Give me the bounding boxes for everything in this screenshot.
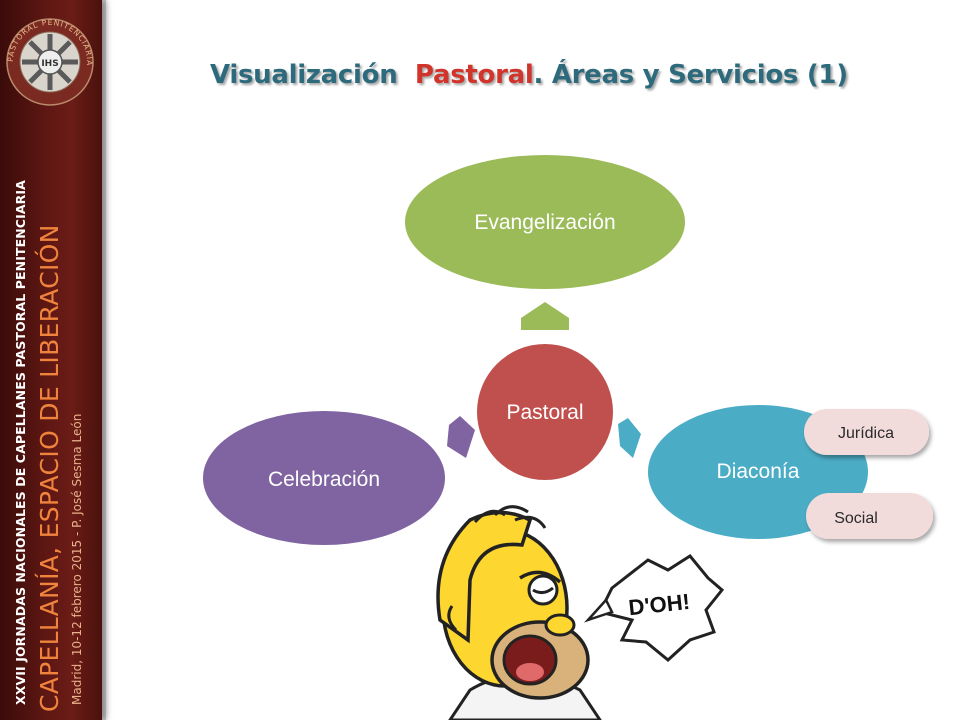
slide-title: Visualización Pastoral. Áreas y Servicio… xyxy=(210,60,848,90)
arrow-up-icon xyxy=(521,302,569,330)
node-evangelizacion xyxy=(405,155,685,289)
title-part3: . Áreas y Servicios (1) xyxy=(533,60,848,90)
arrow-left-icon xyxy=(447,416,475,458)
pastoral-logo: IHS PASTORAL PENITENCIARIA xyxy=(6,18,94,106)
node-pastoral-label: Pastoral xyxy=(506,401,583,424)
node-evangelizacion-label: Evangelización xyxy=(474,211,615,234)
pill-social-label: Social xyxy=(834,510,878,527)
node-celebracion xyxy=(203,411,445,545)
node-celebracion-label: Celebración xyxy=(268,468,380,491)
node-diaconia-label: Diaconía xyxy=(717,460,800,483)
node-pastoral xyxy=(477,344,613,480)
title-part1: Visualización xyxy=(210,60,398,90)
pill-juridica xyxy=(804,409,929,455)
sidebar-shadow xyxy=(102,0,106,720)
pill-juridica-label: Jurídica xyxy=(838,425,894,442)
arrow-right-icon xyxy=(618,418,641,458)
title-accent: Pastoral xyxy=(414,60,534,90)
logo-center-text: IHS xyxy=(41,59,58,69)
sidebar-band: IHS PASTORAL PENITENCIARIA XXVII JORNADA… xyxy=(0,0,102,720)
pill-social xyxy=(806,493,933,539)
homer-doh-cartoon: D'OH! xyxy=(436,505,725,720)
